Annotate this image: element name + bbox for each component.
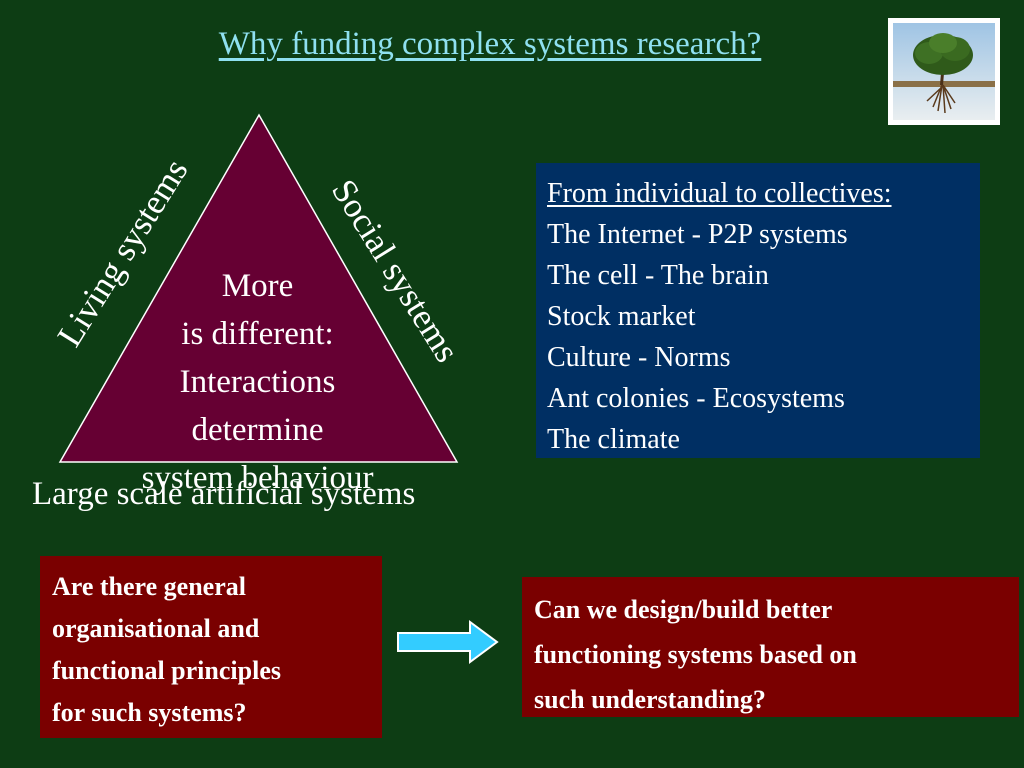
triangle-shape [58,113,459,463]
collective-item: Stock market [547,301,696,332]
center-line: is different: [181,316,334,352]
center-line: system behaviour [141,460,374,496]
question-line: for such systems? [52,698,247,727]
collective-item: The cell - The brain [547,260,769,291]
center-line: Interactions [179,364,336,400]
slide-title: Why funding complex systems research? [218,26,762,62]
tree-icon [893,23,995,120]
collectives-box: From individual to collectives: The Inte… [536,163,980,458]
center-line: More [221,268,294,304]
collective-item: Culture - Norms [547,342,731,373]
tree-image [888,18,1000,125]
collective-item: The Internet - P2P systems [547,219,848,250]
principles-question-box: Are there general organisational and fun… [40,556,382,738]
question-line: functioning systems based on [534,640,857,669]
design-question-box: Can we design/build better functioning s… [522,577,1019,717]
collective-item: The climate [547,424,680,455]
question-line: Are there general [52,572,246,601]
center-line: determine [191,412,324,448]
question-line: organisational and [52,614,260,643]
triangle-diagram [58,113,459,463]
question-line: Can we design/build better [534,595,833,624]
question-line: functional principles [52,656,281,685]
triangle-center-text: More is different: Interactions determin… [110,262,405,502]
artificial-systems-label: Large scale artificial systems [32,476,416,512]
right-arrow-icon [397,620,499,664]
question-line: such understanding? [534,685,766,714]
collective-item: Ant colonies - Ecosystems [547,383,845,414]
collectives-heading: From individual to collectives: [547,178,892,209]
